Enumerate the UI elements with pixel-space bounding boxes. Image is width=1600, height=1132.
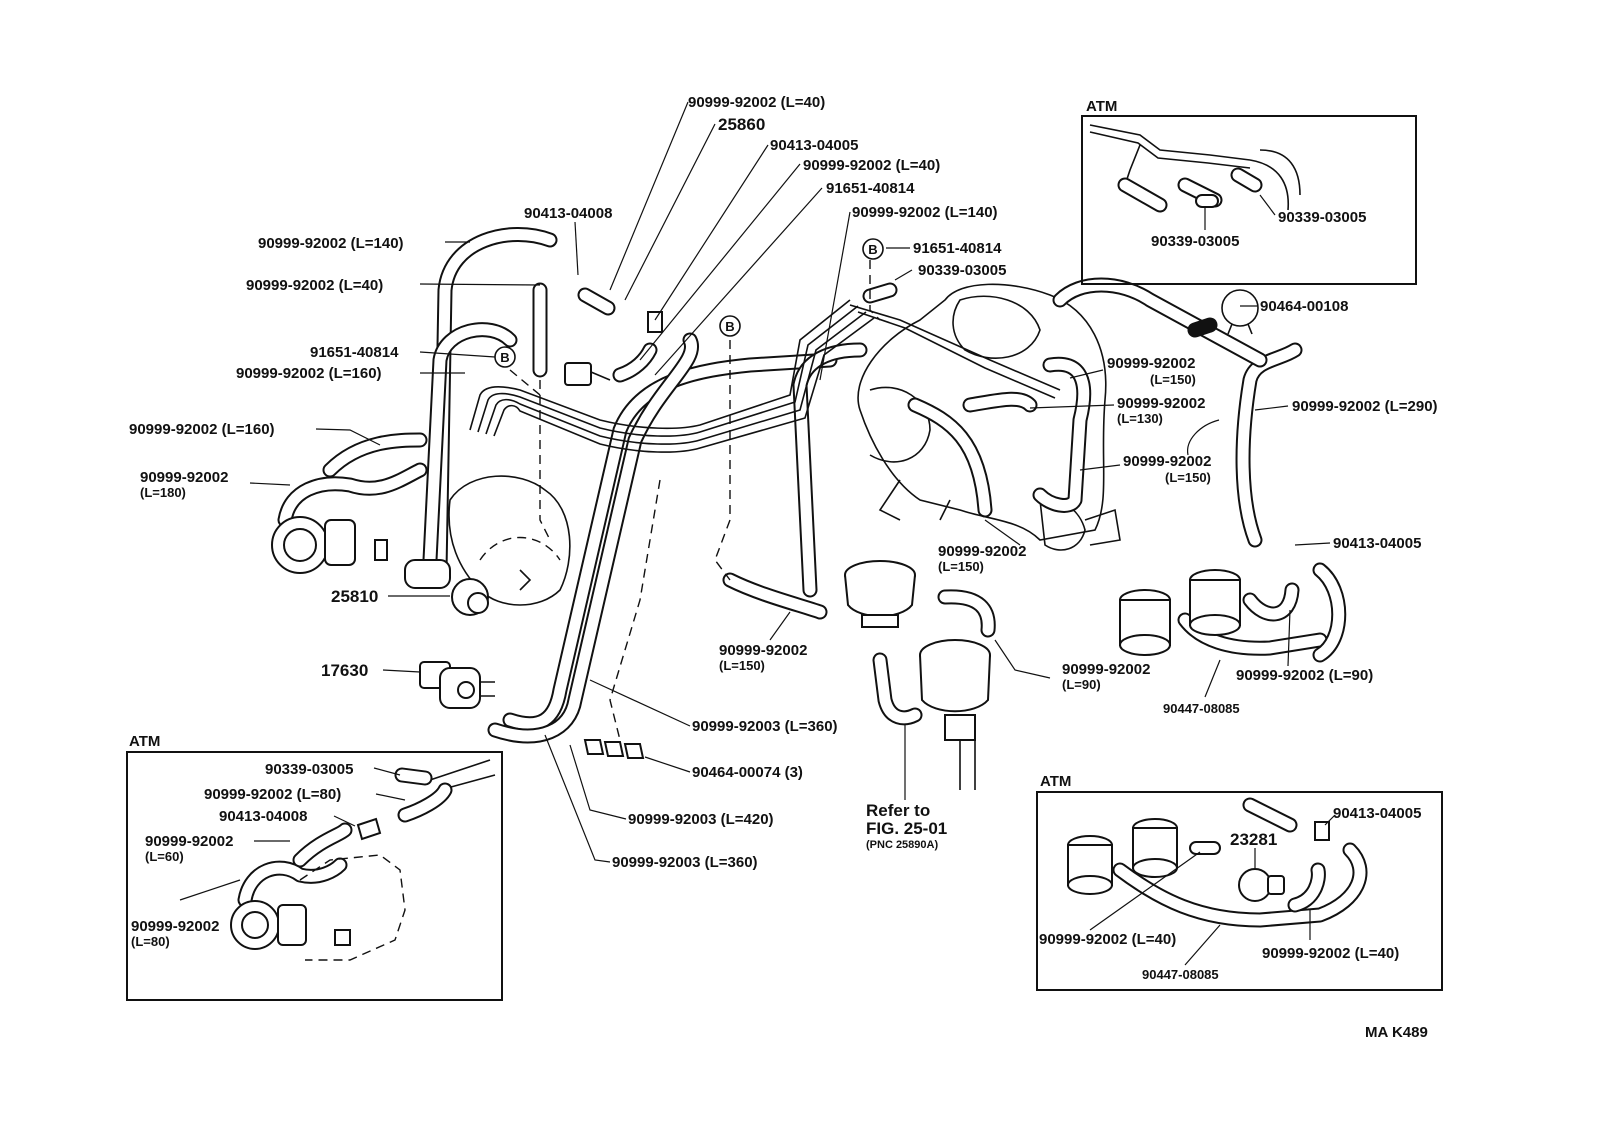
label-fig-ref: FIG. 25-01 (866, 819, 947, 838)
label-hose-l40-a: 90999-92002 (L=40) (688, 94, 825, 111)
vsv-top-25860 (564, 311, 663, 386)
label-hose-l150-c: 90999-92002 (938, 543, 1026, 560)
svg-text:(L=150): (L=150) (719, 658, 765, 673)
label-25860: 25860 (718, 115, 765, 134)
label-90464-00108: 90464-00108 (1260, 298, 1348, 315)
svg-text:(L=130): (L=130) (1117, 411, 1163, 426)
label-hose-92003-l360-b: 90999-92003 (L=360) (612, 854, 758, 871)
svg-text:(L=90): (L=90) (1062, 677, 1101, 692)
label-hose-92003-l360-a: 90999-92003 (L=360) (692, 718, 838, 735)
vacuum-units-right (1119, 569, 1241, 656)
vacuum-regulator (919, 639, 991, 790)
atm-bl-label-c: 90413-04008 (219, 808, 307, 825)
engine-block-right (857, 283, 1121, 551)
label-hose-l150-b: 90999-92002 (1123, 453, 1211, 470)
label-hose-l150-d: 90999-92002 (719, 642, 807, 659)
atm-br-label-b: 23281 (1230, 830, 1277, 849)
label-91651-40814-c: 91651-40814 (913, 240, 1002, 257)
label-hose-l40-c: 90999-92002 (L=40) (246, 277, 383, 294)
atm-br-label-e: 90447-08085 (1142, 967, 1219, 982)
label-25810: 25810 (331, 587, 378, 606)
atm-inset-title: ATM (129, 733, 160, 750)
atm-bl-label-b: 90999-92002 (L=80) (204, 786, 341, 803)
label-90464-00074: 90464-00074 (3) (692, 764, 803, 781)
label-17630: 17630 (321, 661, 368, 680)
label-91651-40814-b: 91651-40814 (310, 344, 399, 361)
hoses (277, 226, 1347, 744)
svg-text:(L=60): (L=60) (145, 849, 184, 864)
svg-text:(L=80): (L=80) (131, 934, 170, 949)
atm-br-label-d: 90999-92002 (L=40) (1262, 945, 1399, 962)
dashed-leaders (509, 260, 881, 741)
label-hose-l290: 90999-92002 (L=290) (1292, 398, 1438, 415)
label-90339-03005: 90339-03005 (918, 262, 1006, 279)
label-hose-l140-a: 90999-92002 (L=140) (852, 204, 998, 221)
label-hose-l90-b: 90999-92002 (L=90) (1236, 667, 1373, 684)
label-91651-40814-a: 91651-40814 (826, 180, 915, 197)
label-hose-l160-b: 90999-92002 (L=160) (129, 421, 275, 438)
throttle-body-left (448, 475, 571, 606)
label-pnc-ref: (PNC 25890A) (866, 839, 938, 851)
atm-bl-label-a: 90339-03005 (265, 761, 353, 778)
clips-90464-00074 (583, 739, 645, 759)
label-90413-04008: 90413-04008 (524, 205, 612, 222)
clamp-90464-00108 (1221, 289, 1259, 335)
label-hose-l160-a: 90999-92002 (L=160) (236, 365, 382, 382)
label-hose-l40-b: 90999-92002 (L=40) (803, 157, 940, 174)
label-hose-l90-a: 90999-92002 (1062, 661, 1150, 678)
svg-text:(L=180): (L=180) (140, 485, 186, 500)
atm-bl-label-e: 90999-92002 (131, 918, 219, 935)
label-90447-08085: 90447-08085 (1163, 701, 1240, 716)
svg-text:(L=150): (L=150) (1150, 372, 1196, 387)
figure-code: MA K489 (1365, 1024, 1428, 1041)
atm-bl-label-d: 90999-92002 (145, 833, 233, 850)
vsv-left-25810 (404, 559, 489, 616)
svg-text:(L=150): (L=150) (938, 559, 984, 574)
vacuum-pipe-bundle (469, 299, 1061, 453)
atm-inset-title: ATM (1040, 773, 1071, 790)
atm-inset-top-right: ATM 90339-03005 90339-03005 (1081, 98, 1417, 285)
atm-top-label-b: 90339-03005 (1151, 233, 1239, 250)
svg-text:(L=150): (L=150) (1165, 470, 1211, 485)
atm-br-label-a: 90413-04005 (1333, 805, 1421, 822)
label-hose-l130: 90999-92002 (1117, 395, 1205, 412)
atm-inset-bottom-left: ATM 90339-03005 90999-92002 (L=80) 90413… (126, 733, 503, 1001)
atm-inset-bottom-right: ATM 90413-04005 23281 90999-92002 (L=40)… (1036, 773, 1443, 991)
svg-text:B: B (868, 242, 877, 257)
atm-br-label-c: 90999-92002 (L=40) (1039, 931, 1176, 948)
label-hose-l180: 90999-92002 (140, 469, 228, 486)
sensor-17630 (419, 661, 495, 709)
label-hose-l150-a: 90999-92002 (1107, 355, 1195, 372)
part-labels: 90999-92002 (L=40) 25860 90413-04005 909… (129, 94, 1438, 1041)
label-90413-04005: 90413-04005 (770, 137, 858, 154)
svg-text:B: B (500, 350, 509, 365)
label-hose-l140-b: 90999-92002 (L=140) (258, 235, 404, 252)
leader-lines (249, 101, 1331, 863)
label-90413-04005-b: 90413-04005 (1333, 535, 1421, 552)
label-hose-92003-l420: 90999-92003 (L=420) (628, 811, 774, 828)
charcoal-canister (844, 560, 916, 628)
label-refer-to: Refer to (866, 801, 930, 820)
vacuum-actuator-left (271, 516, 388, 574)
atm-top-label-a: 90339-03005 (1278, 209, 1366, 226)
atm-inset-title: ATM (1086, 98, 1117, 115)
svg-text:B: B (725, 319, 734, 334)
